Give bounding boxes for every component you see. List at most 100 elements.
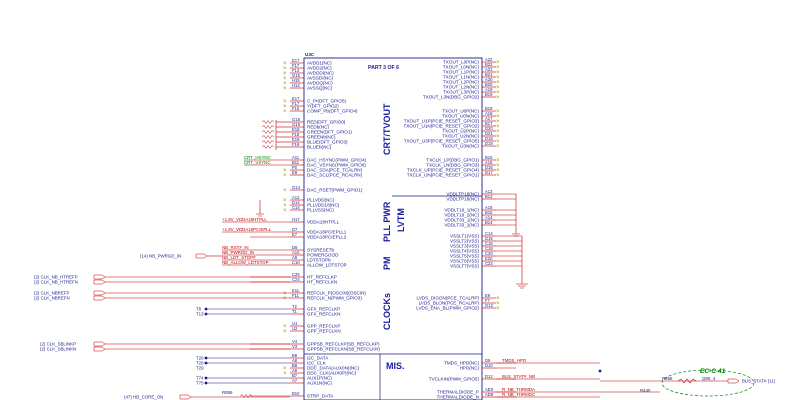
- left-pin-number: E7: [292, 232, 298, 237]
- left-pin-name: GREENb(NC): [307, 135, 336, 140]
- left-pin-name: AUX1P(NC): [307, 376, 332, 381]
- left-pin-number: F17: [292, 63, 300, 68]
- left-pin-number: E19: [292, 137, 300, 142]
- no-connect-mark: ×: [496, 114, 500, 120]
- right-pin-number: A21: [485, 67, 493, 72]
- right-pin-number: AD8: [485, 392, 494, 397]
- left-pin-number: A8: [292, 368, 298, 373]
- right-pin-number: A16: [485, 160, 493, 165]
- right-pin-number: D15: [485, 236, 493, 241]
- no-connect-mark: ×: [283, 71, 287, 77]
- offpage-label: (2) CLK_SBLINKN: [40, 347, 76, 352]
- offpage-arrow: [93, 290, 106, 296]
- left-pin-number: T1: [292, 309, 298, 314]
- left-pin-number: B11: [292, 160, 300, 165]
- test-point: [204, 376, 208, 380]
- component-ref: Q85_4: [702, 376, 716, 381]
- no-connect-mark: ×: [496, 139, 500, 145]
- left-pin-name: BLUEb(NC): [307, 145, 332, 150]
- left-pin-name: GPPSB_REFCLKP(SB_REFCLKP): [307, 342, 380, 347]
- right-pin-name: VSSLT4(VSS): [450, 249, 479, 254]
- right-pin-name: THERMALDIODE_P: [437, 390, 479, 395]
- no-connect-mark: ×: [496, 163, 500, 169]
- left-pin-name: GFX_REFCLKN: [307, 312, 340, 317]
- right-pin-name: VDDLT18_1(NC): [444, 208, 479, 213]
- offpage-connector-3: (2) CLK_NBREFP: [34, 291, 290, 296]
- left-pin-number: C25: [292, 272, 300, 277]
- right-pin-number: D20: [485, 126, 493, 131]
- net-label: NB_PWRGD_IN: [222, 250, 254, 255]
- left-pin-number: G18: [292, 117, 301, 122]
- right-pin-number: B18: [485, 106, 493, 111]
- offpage-connector-1: (2) CLK_NB_HTREFP: [34, 275, 290, 280]
- no-connect-mark: ×: [496, 95, 500, 101]
- left-pin-name: DAC_VSYNC(PWM_GPIO6): [307, 163, 366, 168]
- left-pin-number: G19: [292, 122, 301, 127]
- left-pin-name: AVDDQ(NC): [307, 81, 333, 86]
- right-pin-name: VSSLT6(VSS): [450, 259, 479, 264]
- right-pin-number: B21: [485, 72, 493, 77]
- left-pin-name: DAC_SCL(PCE_RCALRN): [307, 173, 363, 178]
- no-connect-mark: ×: [283, 81, 287, 87]
- left-pin-name: GPPSB_REFCLKN(SB_REFCLKN): [307, 347, 380, 352]
- right-pin-number: A17: [485, 116, 493, 121]
- right-pin-number: D9: [485, 358, 491, 363]
- left-pin-number: A7: [292, 378, 298, 383]
- resistor-symbol: [261, 135, 275, 139]
- left-pin-number: E11: [292, 288, 300, 293]
- right-pin-name: TXOUT_L1P(NC): [443, 70, 479, 75]
- no-connect-mark: ×: [496, 70, 500, 76]
- left-pin-number: C14: [292, 205, 300, 210]
- right-net-label: R_NB_THRMDC: [502, 392, 535, 397]
- offpage-arrow: [179, 394, 192, 400]
- left-pin-number: A11: [292, 155, 300, 160]
- left-pin-number: F8: [292, 165, 298, 170]
- no-connect-mark: ×: [496, 129, 500, 135]
- section-crt-tvout: CRT/TVOUT: [382, 103, 392, 155]
- left-pin-name: I2C_CLK: [307, 361, 327, 366]
- right-pin-number: B16: [485, 155, 493, 160]
- net-label: NB_LDT_STOP#: [222, 255, 256, 260]
- no-connect-mark: ×: [496, 109, 500, 115]
- testpoint-label: T29: [196, 366, 204, 371]
- left-pin-number: H14: [292, 83, 300, 88]
- resistor-symbol: [261, 120, 275, 124]
- right-pin-number: C20: [485, 251, 493, 256]
- no-connect-mark: ×: [283, 61, 287, 67]
- right-pin-number: B15: [485, 210, 493, 215]
- left-pin-name: C_Pr(DFT_GPIO5): [307, 99, 347, 104]
- offpage-arrow: [93, 274, 106, 280]
- right-pin-name: TXCLK_UP(PCIE_RESET_GPIO4): [407, 168, 479, 173]
- left-pin-name: GFX_REFCLKP: [307, 307, 340, 312]
- no-connect-mark: ×: [283, 76, 287, 82]
- right-pin-name: TXOUT_U3N(NC): [442, 144, 479, 149]
- offpage-label: (2) CLK_NBREFP: [34, 291, 69, 296]
- left-pin-number: B10: [292, 391, 300, 396]
- resistor-symbol: [239, 394, 253, 398]
